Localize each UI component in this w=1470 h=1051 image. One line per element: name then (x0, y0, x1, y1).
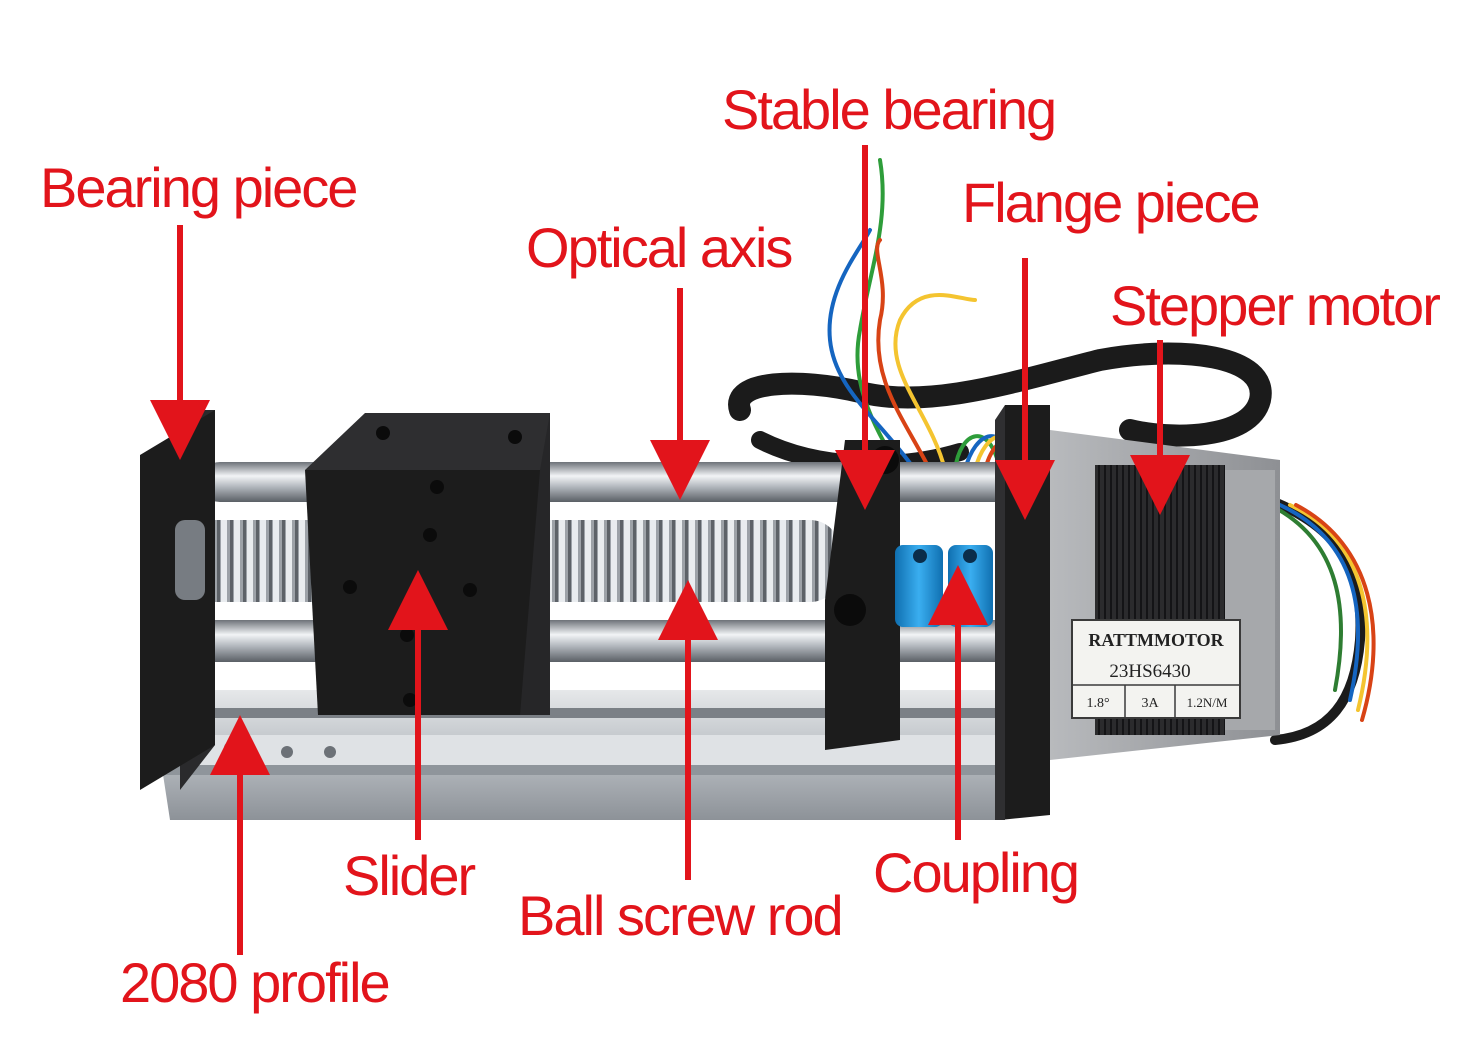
label-flange-piece: Flange piece (962, 171, 1261, 234)
nameplate-current: 3A (1141, 696, 1159, 711)
label-bearing-piece: Bearing piece (40, 156, 358, 219)
callout-arrows (150, 145, 1190, 955)
label-optical-axis: Optical axis (526, 216, 793, 279)
label-slider: Slider (343, 844, 476, 907)
label-stable-bearing: Stable bearing (722, 78, 1057, 141)
label-coupling: Coupling (873, 841, 1080, 904)
coupling-part (895, 545, 993, 627)
nameplate-brand: RATTMMOTOR (1088, 630, 1224, 650)
slider-block (305, 413, 550, 715)
nameplate-model: 23HS6430 (1109, 661, 1190, 682)
nameplate-step-angle: 1.8° (1086, 696, 1109, 711)
label-stepper-motor: Stepper motor (1110, 274, 1441, 337)
motor-cable (728, 342, 1376, 745)
nameplate-torque: 1.2N/M (1187, 695, 1228, 710)
motor-nameplate: RATTMMOTOR 23HS6430 1.8° 3A 1.2N/M (1071, 619, 1241, 719)
bearing-piece-block (140, 410, 215, 790)
label-ball-screw-rod: Ball screw rod (518, 884, 844, 947)
label-2080-profile: 2080 profile (120, 951, 391, 1014)
